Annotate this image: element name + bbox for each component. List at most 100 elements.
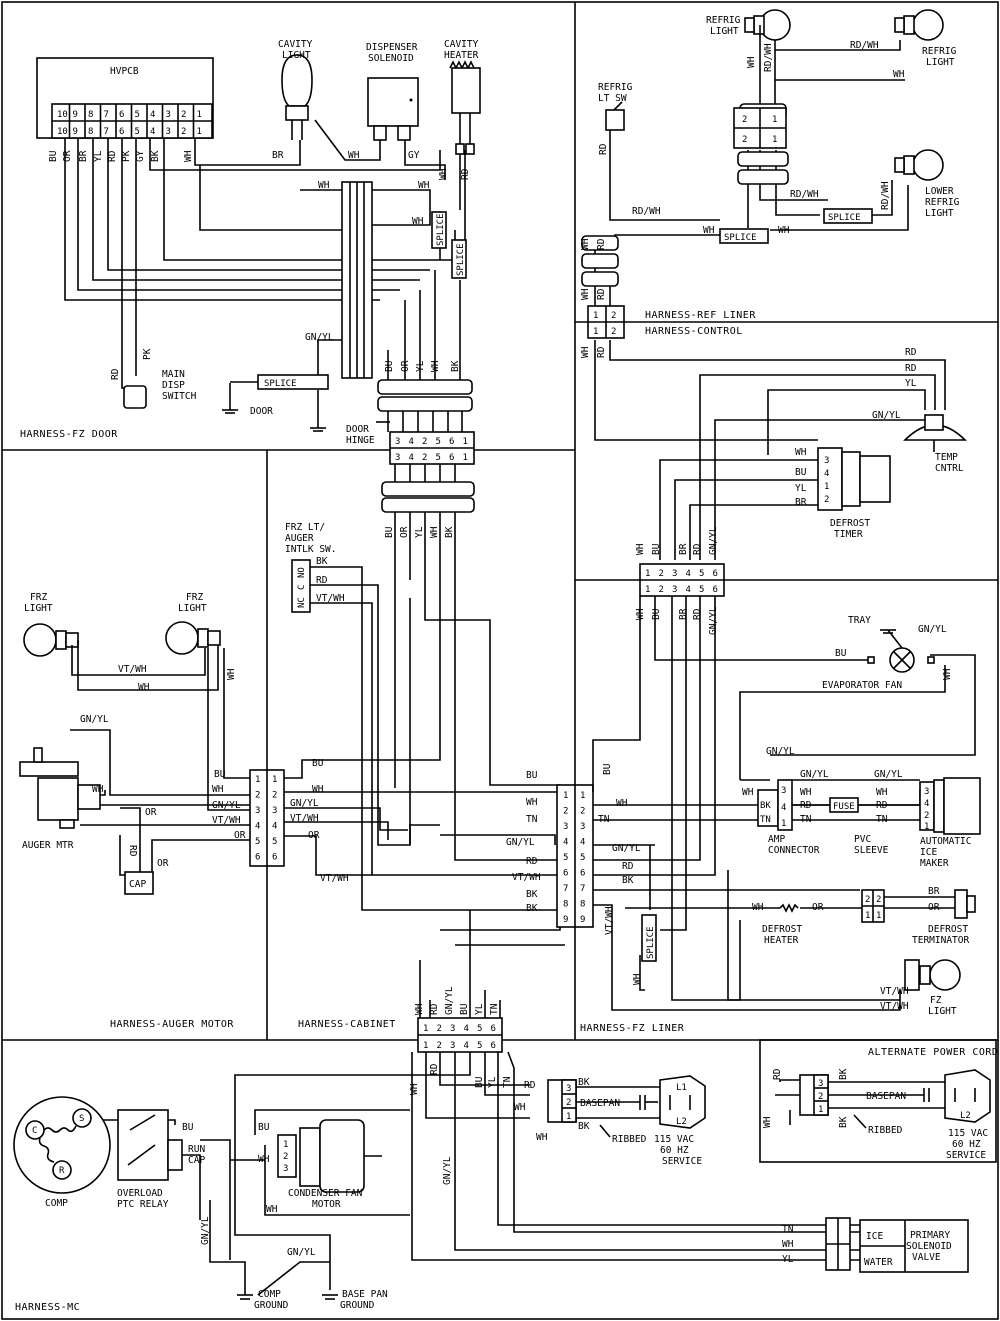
pin-label: 6 [119,127,124,137]
pin-label: 5 [580,853,585,863]
run-cap-label: CAP [188,1155,205,1166]
pin-label: 3 [272,806,277,816]
splice-ref: SPLICE SPLICE [719,208,873,244]
ice-maker-label: MAKER [920,858,949,869]
evaporator-fan-label: EVAPORATOR FAN [822,680,902,691]
wire-label-gnyl: GN/YL [708,606,719,635]
refrig-lt-sw-label: REFRIG [598,82,633,93]
wire-label-wh: WH [942,668,953,680]
pin-label: 1 [772,135,777,145]
comp-terminal-s: S [79,1114,84,1124]
pin-label: 1 [781,819,786,829]
pin-label: 3 [580,822,585,832]
grounds: COMP GROUND BASE PAN GROUND [237,1289,388,1311]
pin-label: 7 [104,127,109,137]
wire-label-wh: WH [429,526,440,538]
fz-liner-top-labels: WH BU BR RD GN/YL [635,606,719,635]
control-bottom-labels: WH BU BR RD GN/YL [635,526,719,555]
wire-label-wh: WH [703,225,715,236]
wire-label-tn: TN [782,1224,794,1235]
pin-label: 1 [255,775,260,785]
pin-label: 3 [255,806,260,816]
temp-cntrl-label: TEMP [935,452,958,463]
wire-label-yl: YL [487,1076,498,1088]
wire-label-wh: WH [893,69,905,80]
refrig-light-label: LIGHT [710,26,739,37]
condenser-fan-label: MOTOR [312,1199,341,1210]
dispenser-solenoid-label: DISPENSER [366,42,418,53]
wire-label-gnyl: GN/YL [872,410,901,421]
section-title-fz-liner: HARNESS-FZ LINER [580,1023,685,1034]
wire-label-gnyl: GN/YL [287,1247,316,1258]
lower-refrig-light-label: REFRIG [925,197,960,208]
wire-label-wh: WH [580,346,591,358]
pin-label: 1 [272,775,277,785]
wire-label-br: BR [272,150,284,161]
wire-label-vtwh: VT/WH [316,593,345,604]
pin-label: 2 [272,791,277,801]
pin-label: 9 [73,127,78,137]
comp-terminal-r: R [59,1166,65,1176]
wire-label-gnyl: GN/YL [200,1216,211,1245]
service-label: 115 VAC [948,1128,988,1139]
wire-label-bk: BK [838,1116,849,1128]
pin-label: 9 [73,110,78,120]
pin-label: 6 [449,437,454,447]
primary-solenoid-label: SOLENOID [906,1241,952,1252]
wire-label-bu: BU [312,758,324,769]
cap: CAP [124,871,154,895]
dispenser-solenoid-label: SOLENOID [368,53,414,64]
water-label: WATER [864,1257,893,1268]
switch-label: NC [297,597,307,608]
wire-label-gnyl: GN/YL [80,714,109,725]
pin-label: 2 [283,1152,288,1162]
wire-label-rd: RD [316,575,328,586]
wire-label-rd: RD [800,800,812,811]
pin-label: 3 [166,127,171,137]
wire-label-rd: RD [905,347,917,358]
pin-label: 1 [924,822,929,832]
wire-label-gnyl: GN/YL [766,746,795,757]
frz-light-label: FRZ [30,592,47,603]
pin-label: 5 [699,569,704,579]
pin-label: 4 [686,569,691,579]
cavity-light-label: CAVITY [278,39,313,50]
overload-label: OVERLOAD [117,1188,163,1199]
wire-label-rd: RD [429,1003,440,1015]
fz-light-label: FZ [930,995,942,1006]
pin-label: 4 [409,453,414,463]
pin-label: 3 [283,1164,288,1174]
wire-label-gnyl: GN/YL [874,769,903,780]
pin-label: 2 [255,791,260,801]
ice-maker-label: AUTOMATIC [920,836,971,847]
refrig-light-label: REFRIG [922,46,957,57]
wire-label-vtwh: VT/WH [604,906,615,935]
relay-pin-row: 123 [283,1140,288,1174]
wire-label-br: BR [678,543,689,555]
amp-connector-label: AMP [768,834,785,845]
wire-label-wh: WH [266,1204,278,1215]
wire-label-vtwh: VT/WH [880,986,909,997]
wire-label-bu: BU [651,608,662,620]
frz-light-left: FRZ LIGHT [23,592,79,657]
cap-label: CAP [129,879,146,890]
wire-label-wh: WH [409,1083,420,1095]
frz-lt-auger-label: INTLK SW. [285,544,336,555]
pin-label: 4 [255,822,260,832]
wire-label-rdwh: RD/WH [632,206,661,217]
wire-label-wh: WH [258,1154,270,1165]
wire-label-rd: RD [596,346,607,358]
wire-label-bu: BU [384,526,395,538]
wire-label-tn: TN [598,814,610,825]
automatic-ice-maker: 3 4 2 1 AUTOMATIC ICE MAKER [919,777,981,869]
basepan-label: BASEPAN [866,1091,906,1102]
comp: C S R COMP [13,1096,111,1209]
pin-label: 10 [57,127,68,137]
